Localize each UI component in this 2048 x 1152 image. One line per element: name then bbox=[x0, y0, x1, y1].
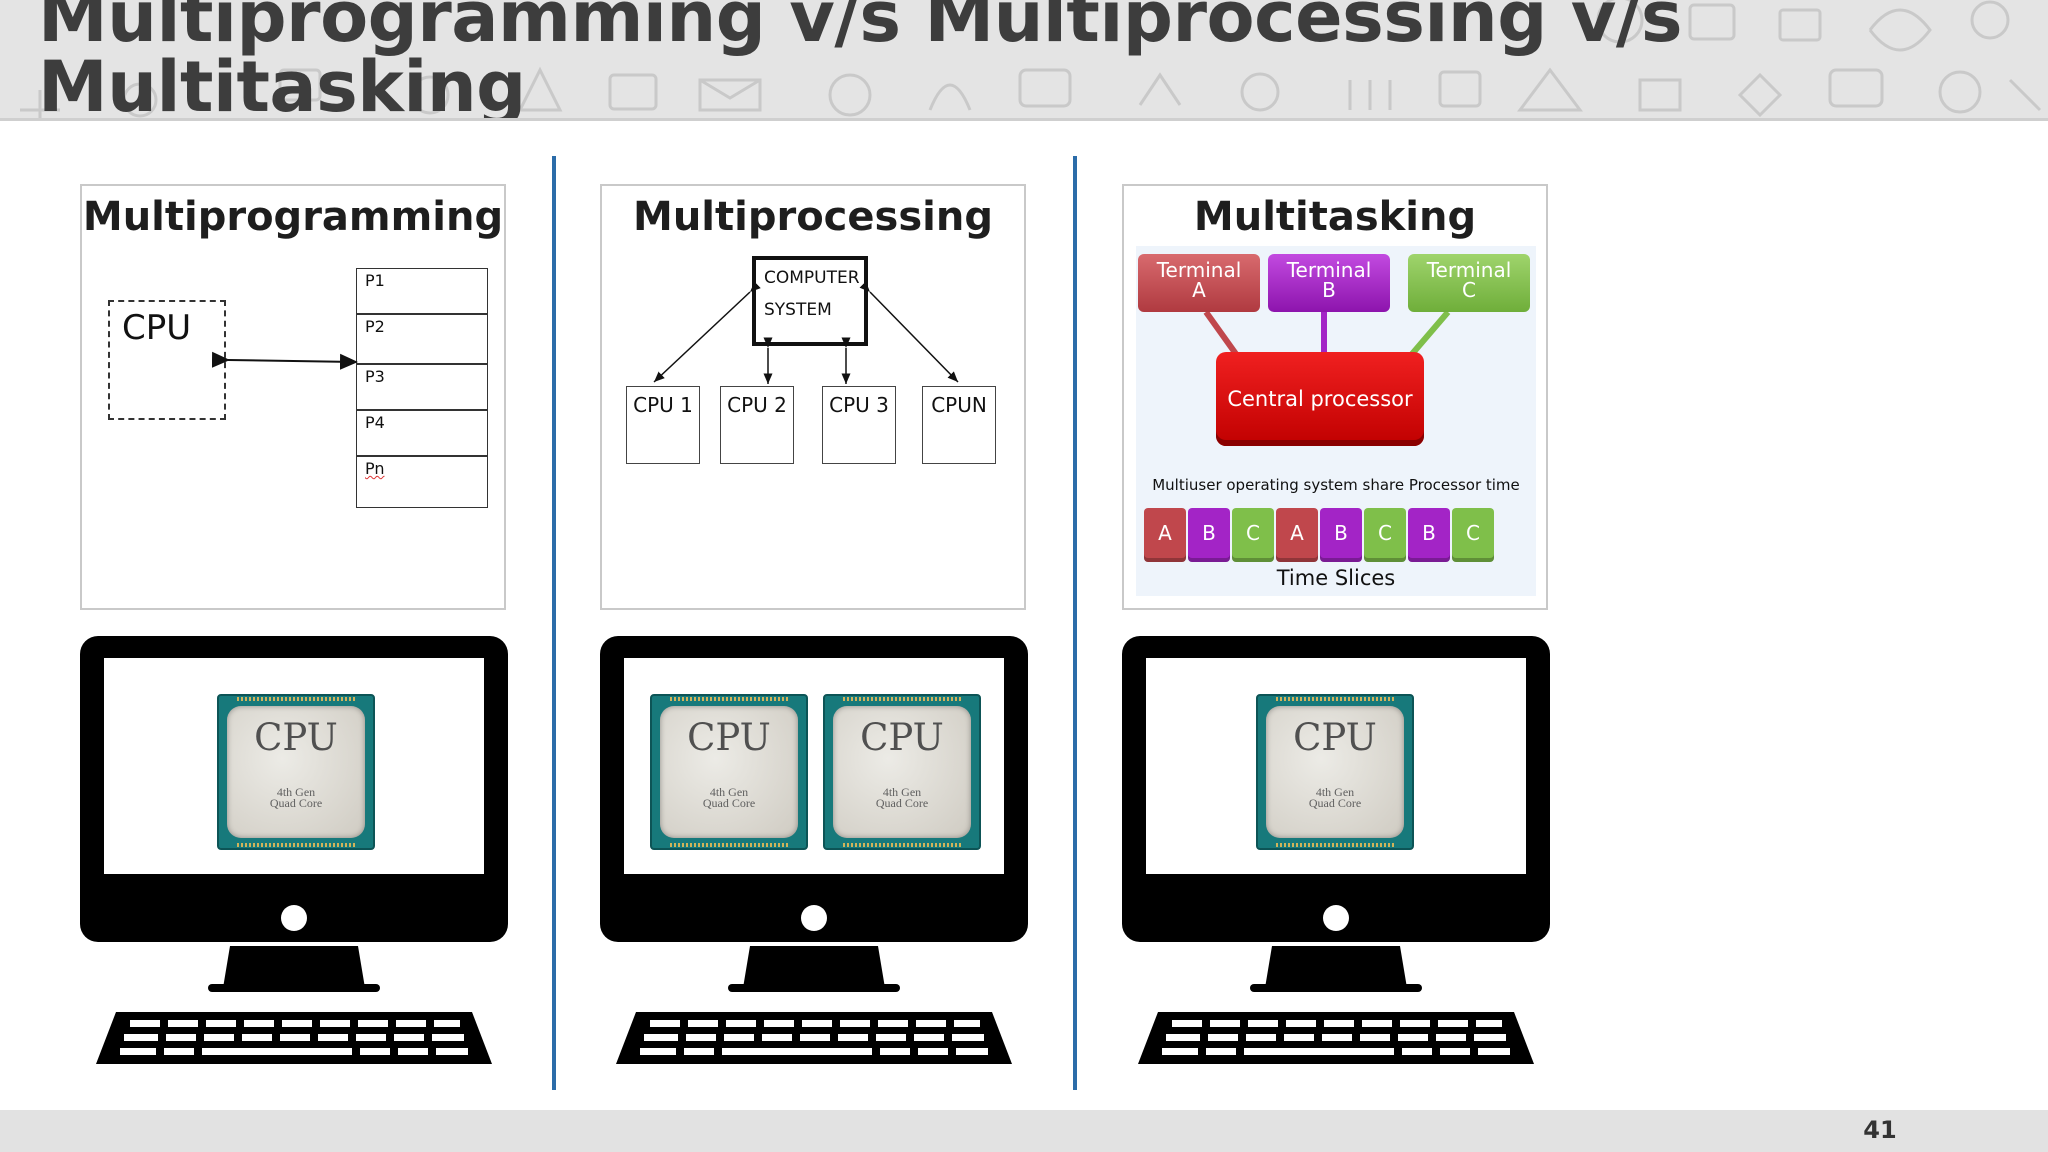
monitor-and-keyboard-icon bbox=[1122, 636, 1550, 1064]
terminal-a: Terminal A bbox=[1138, 254, 1260, 312]
desktop-computer-icon: CPU 4th Gen Quad Core bbox=[1122, 636, 1550, 1064]
multiprocessing-panel: Multiprocessing COMPUTER SYSTEM CPU 1 CP… bbox=[600, 184, 1026, 610]
chip-subtitle: Quad Core bbox=[269, 796, 323, 810]
cpu-label: CPU 3 bbox=[829, 393, 889, 417]
process-p2: P2 bbox=[356, 314, 488, 364]
process-label: P3 bbox=[365, 367, 385, 386]
cpu-chip-icon: CPU 4th Gen Quad Core bbox=[1256, 694, 1414, 850]
cpu-chip-icon: CPU 4th Gen Quad Core bbox=[823, 694, 981, 850]
process-pn: Pn bbox=[356, 456, 488, 508]
time-slice: C bbox=[1364, 508, 1406, 562]
terminal-connectors bbox=[1203, 310, 1451, 356]
terminal-c: Terminal C bbox=[1408, 254, 1530, 312]
column-divider bbox=[552, 156, 556, 1090]
panel-title: Multiprocessing bbox=[633, 194, 993, 240]
system-label-line2: SYSTEM bbox=[764, 300, 832, 320]
time-slice: B bbox=[1408, 508, 1450, 562]
panel-title: Multitasking bbox=[1193, 194, 1477, 240]
multitasking-diagram: Terminal A Terminal B Terminal C Central… bbox=[1136, 246, 1536, 596]
chip-subtitle: 4th Gen bbox=[1315, 785, 1355, 799]
slide-title: Multiprogramming v/s Multiprocessing v/s… bbox=[38, 0, 1683, 120]
desktop-computer-icon: CPU 4th Gen Quad Core bbox=[80, 636, 508, 1064]
cpu-label: CPU 1 bbox=[633, 393, 693, 417]
terminal-label: Terminal bbox=[1286, 258, 1372, 282]
time-slice: B bbox=[1320, 508, 1362, 562]
chip-subtitle: Quad Core bbox=[702, 796, 756, 810]
cpu-label: CPU bbox=[122, 308, 192, 348]
time-slice: B bbox=[1188, 508, 1230, 562]
process-label: P2 bbox=[365, 317, 385, 336]
desktop-computer-icon: CPU 4th Gen Quad Core CPU 4th Gen Quad C… bbox=[600, 636, 1028, 1064]
multiprogramming-panel: Multiprogramming CPU P1 P2 P3 P4 Pn bbox=[80, 184, 506, 610]
chip-title: CPU bbox=[254, 716, 338, 759]
process-p1: P1 bbox=[356, 268, 488, 314]
slide-header: Multiprogramming v/s Multiprocessing v/s… bbox=[0, 0, 2048, 120]
chip-subtitle: Quad Core bbox=[1308, 796, 1362, 810]
terminal-letter: C bbox=[1462, 278, 1476, 302]
central-processor: Central processor bbox=[1216, 352, 1424, 446]
time-slice: A bbox=[1144, 508, 1186, 562]
terminal-letter: B bbox=[1322, 278, 1336, 302]
cpu-3-box: CPU 3 bbox=[822, 386, 896, 464]
chip-subtitle: 4th Gen bbox=[276, 785, 316, 799]
process-label: P1 bbox=[365, 271, 385, 290]
slide-footer bbox=[0, 1110, 2048, 1152]
cpu-chip-icon: CPU 4th Gen Quad Core bbox=[650, 694, 808, 850]
time-slice: C bbox=[1452, 508, 1494, 562]
header-rule bbox=[0, 118, 2048, 121]
time-slice: C bbox=[1232, 508, 1274, 562]
panel-title: Multiprogramming bbox=[82, 194, 504, 240]
system-cpu-arrows bbox=[653, 281, 959, 384]
chip-title: CPU bbox=[1293, 716, 1377, 759]
cpu-chip-icon: CPU 4th Gen Quad Core bbox=[217, 694, 375, 850]
chip-subtitle: Quad Core bbox=[875, 796, 929, 810]
chip-title: CPU bbox=[860, 716, 944, 759]
cpu-1-box: CPU 1 bbox=[626, 386, 700, 464]
time-slices-label: Time Slices bbox=[1276, 566, 1396, 590]
process-label: Pn bbox=[365, 459, 385, 478]
page-number: 41 bbox=[1863, 1116, 1897, 1144]
cpu-2-box: CPU 2 bbox=[720, 386, 794, 464]
terminal-b: Terminal B bbox=[1268, 254, 1390, 312]
multitasking-panel: Multitasking Terminal A Terminal B Termi… bbox=[1122, 184, 1548, 610]
time-slice: A bbox=[1276, 508, 1318, 562]
chip-title: CPU bbox=[687, 716, 771, 759]
education-doodles-pattern bbox=[20, 0, 2042, 120]
cpu-n-box: CPUN bbox=[922, 386, 996, 464]
column-divider bbox=[1073, 156, 1077, 1090]
process-p3: P3 bbox=[356, 364, 488, 410]
cpu-label: CPU 2 bbox=[727, 393, 787, 417]
terminal-label: Terminal bbox=[1426, 258, 1512, 282]
cpu-label: CPUN bbox=[931, 393, 987, 417]
terminal-letter: A bbox=[1192, 278, 1206, 302]
chip-subtitle: 4th Gen bbox=[882, 785, 922, 799]
system-label-line1: COMPUTER bbox=[764, 268, 860, 288]
process-label: P4 bbox=[365, 413, 385, 432]
time-share-caption: Multiuser operating system share Process… bbox=[1152, 476, 1520, 494]
cpu-process-arrow bbox=[211, 351, 358, 370]
terminal-label: Terminal bbox=[1156, 258, 1242, 282]
chip-subtitle: 4th Gen bbox=[709, 785, 749, 799]
process-p4: P4 bbox=[356, 410, 488, 456]
